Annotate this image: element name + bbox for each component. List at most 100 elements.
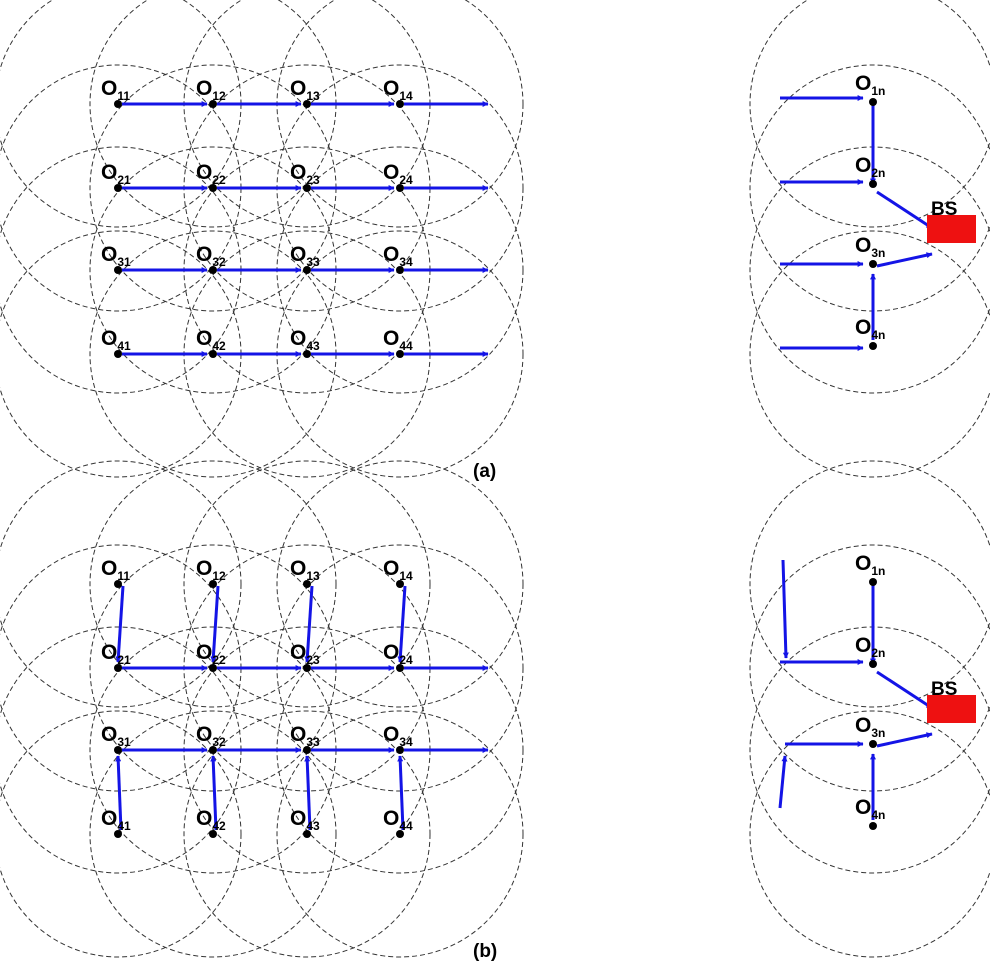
panel-a-label-21-base: O: [101, 161, 117, 184]
panel-b-label-44-sub: 44: [399, 819, 413, 833]
panel-a-route-arrow: [876, 190, 933, 230]
panel-a-coverage-circle: [0, 0, 242, 228]
panel-b-label-11-sub: 11: [117, 569, 130, 583]
panel-a-label-13: O13: [290, 77, 320, 103]
panel-b-label-13-base: O: [290, 557, 306, 580]
panel-a-coverage-circle: [749, 0, 990, 228]
panel-b-label-33-base: O: [290, 723, 306, 746]
panel-b-label-34: O34: [383, 723, 413, 749]
panel-b-route-arrow: [210, 585, 220, 663]
panel-a-label-2n-sub: 2n: [871, 166, 885, 180]
panel-b-coverage-circle: [276, 710, 524, 958]
panel-a-label-22-sub: 22: [212, 173, 226, 187]
panel-b-label-11: O11: [101, 557, 130, 583]
panel-b-coverage-circle: [89, 710, 337, 958]
panel-a-node-14: [396, 100, 404, 108]
panel-b-node-41: [114, 830, 122, 838]
panel-a-label-12-sub: 12: [212, 89, 226, 103]
panel-b-label-14-base: O: [383, 557, 399, 580]
panel-b-label-22: O22: [196, 641, 226, 667]
panel-a-label-4n-base: O: [855, 316, 871, 339]
panel-a-label-42: O42: [196, 327, 226, 353]
panel-b-label-4n-base: O: [855, 796, 871, 819]
panel-a-node-32: [209, 266, 217, 274]
panel-b-base-station: [927, 695, 976, 723]
panel-b-label-3n: O3n: [855, 714, 885, 740]
panel-a-base-station-label: BS: [931, 199, 957, 220]
panel-a-label-11-base: O: [101, 77, 117, 100]
panel-b-route-arrow: [115, 585, 125, 663]
panel-b-node-33: [303, 746, 311, 754]
panel-b-coverage-circle: [0, 710, 242, 958]
panel-b-label-32: O32: [196, 723, 226, 749]
panel-b-route-arrow: [397, 585, 407, 663]
panel-b-label-14-sub: 14: [399, 569, 413, 583]
panel-a-label-34-sub: 34: [399, 255, 413, 269]
panel-a-label-43-sub: 43: [306, 339, 320, 353]
panel-a-label-14: O14: [383, 77, 413, 103]
panel-a-node-42: [209, 350, 217, 358]
panel-b-node-22: [209, 664, 217, 672]
panel-a-label-23: O23: [290, 161, 320, 187]
panel-b-label-42: O42: [196, 807, 226, 833]
panel-b-coverage-circle: [89, 460, 337, 708]
panel-b-node-42: [209, 830, 217, 838]
panel-b-node-23: [303, 664, 311, 672]
panel-b-label-2n: O2n: [855, 634, 885, 660]
panel-b-label-41-base: O: [101, 807, 117, 830]
panel-a-label-34: O34: [383, 243, 413, 269]
panel-a-label-32: O32: [196, 243, 226, 269]
panel-b-label-21-sub: 21: [117, 653, 131, 667]
panel-a-label-11-sub: 11: [117, 89, 130, 103]
panel-a-label-42-base: O: [196, 327, 212, 350]
panel-b-label-11-base: O: [101, 557, 117, 580]
panel-a-label-13-sub: 13: [306, 89, 320, 103]
panel-a-label-22: O22: [196, 161, 226, 187]
panel-b-label-32-base: O: [196, 723, 212, 746]
panel-b-coverage-circle: [749, 710, 990, 958]
panel-b-label-14: O14: [383, 557, 413, 583]
panel-b-coverage-circle: [0, 460, 242, 708]
routing-arrows: [115, 95, 933, 831]
panel-a-node-3n: [869, 260, 877, 268]
panel-b-label-44-base: O: [383, 807, 399, 830]
panel-a-label-24: O24: [383, 161, 413, 187]
panel-a-label-2n-base: O: [855, 154, 871, 177]
panel-b-label-2n-sub: 2n: [871, 646, 885, 660]
panel-a-label-31: O31: [101, 243, 131, 269]
panel-a-node-33: [303, 266, 311, 274]
panel-a-node-2n: [869, 180, 877, 188]
panel-b-label-13-sub: 13: [306, 569, 320, 583]
panel-b-caption: (b): [473, 941, 497, 962]
panel-a-label-24-base: O: [383, 161, 399, 184]
panel-b-base-station-label: BS: [931, 679, 957, 700]
panel-a-label-11: O11: [101, 77, 130, 103]
panel-a-node-21: [114, 184, 122, 192]
panel-b-route-arrow: [304, 585, 314, 663]
panel-a-label-12-base: O: [196, 77, 212, 100]
panel-b-label-1n-base: O: [855, 552, 871, 575]
panel-b-label-24-sub: 24: [399, 653, 413, 667]
panel-a-label-43-base: O: [290, 327, 306, 350]
panel-a-label-2n: O2n: [855, 154, 885, 180]
base-stations: BS BS: [927, 199, 976, 723]
panel-b-label-1n: O1n: [855, 552, 885, 578]
panel-a-node-44: [396, 350, 404, 358]
panel-a-label-3n: O3n: [855, 234, 885, 260]
panel-b-label-24-base: O: [383, 641, 399, 664]
panel-b-label-23: O23: [290, 641, 320, 667]
panel-b-label-23-base: O: [290, 641, 306, 664]
panel-b-label-42-sub: 42: [212, 819, 226, 833]
panel-b-incoming-arrow: [781, 559, 789, 659]
panel-a-label-24-sub: 24: [399, 173, 413, 187]
panel-a-label-12: O12: [196, 77, 226, 103]
panel-a-node-23: [303, 184, 311, 192]
panel-b-label-22-sub: 22: [212, 653, 226, 667]
panel-a-label-14-sub: 14: [399, 89, 413, 103]
panel-a-label-3n-sub: 3n: [871, 246, 885, 260]
panel-b-label-4n-sub: 4n: [871, 808, 885, 822]
panel-a-label-44-sub: 44: [399, 339, 413, 353]
panel-a-label-31-base: O: [101, 243, 117, 266]
panel-b-label-1n-sub: 1n: [871, 564, 885, 578]
panel-b-route-arrow: [876, 732, 933, 748]
